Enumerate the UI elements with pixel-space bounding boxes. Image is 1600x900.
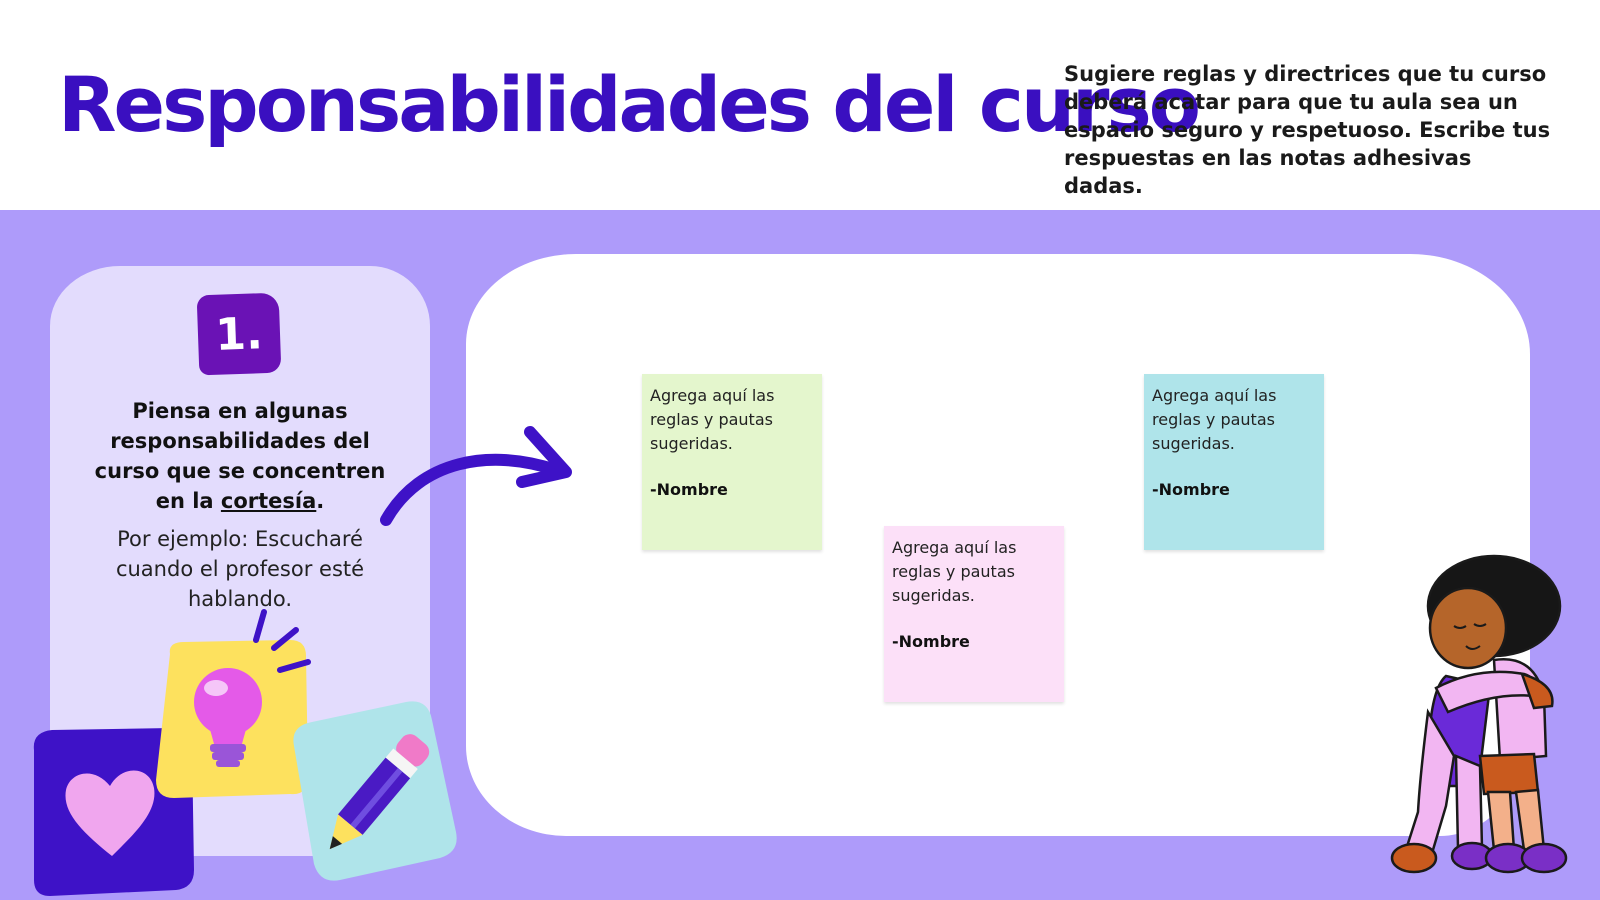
page-title: Responsabilidades del curso [58, 60, 1201, 149]
sticky-note-1[interactable]: Agrega aquí las reglas y pautas sugerida… [642, 374, 822, 550]
step-number-badge: 1. [196, 292, 282, 376]
sticky-note-text[interactable]: Agrega aquí las reglas y pautas sugerida… [892, 538, 1017, 605]
sticky-note-canvas[interactable]: Agrega aquí las reglas y pautas sugerida… [466, 254, 1530, 836]
example-text: Por ejemplo: Escucharé cuando el profeso… [115, 527, 365, 611]
hugging-children-illustration [1390, 554, 1568, 874]
sticky-note-2[interactable]: Agrega aquí las reglas y pautas sugerida… [884, 526, 1064, 702]
sticky-note-signature[interactable]: -Nombre [1152, 480, 1230, 499]
pencil-icon [293, 701, 457, 881]
sticky-note-text[interactable]: Agrega aquí las reglas y pautas sugerida… [650, 386, 775, 453]
instruction-text-end: . [316, 489, 325, 513]
sticky-note-signature[interactable]: -Nombre [892, 632, 970, 651]
instruction-text: Piensa en algunas responsabilidades del … [80, 396, 400, 516]
instruction-text-start: Piensa en algunas responsabilidades del … [94, 399, 386, 513]
page-subtitle: Sugiere reglas y directrices que tu curs… [1064, 62, 1551, 198]
sticky-note-text[interactable]: Agrega aquí las reglas y pautas sugerida… [1152, 386, 1277, 453]
header: Responsabilidades del curso Sugiere regl… [0, 0, 1600, 210]
instruction-keyword: cortesía [220, 489, 317, 513]
heart-icon [33, 728, 195, 896]
lightbulb-icon [156, 609, 311, 798]
activity-board: 1. Piensa en algunas responsabilidades d… [0, 210, 1600, 900]
curved-arrow-icon [380, 426, 572, 526]
sticky-note-signature[interactable]: -Nombre [650, 480, 728, 499]
sticky-note-3[interactable]: Agrega aquí las reglas y pautas sugerida… [1144, 374, 1324, 550]
